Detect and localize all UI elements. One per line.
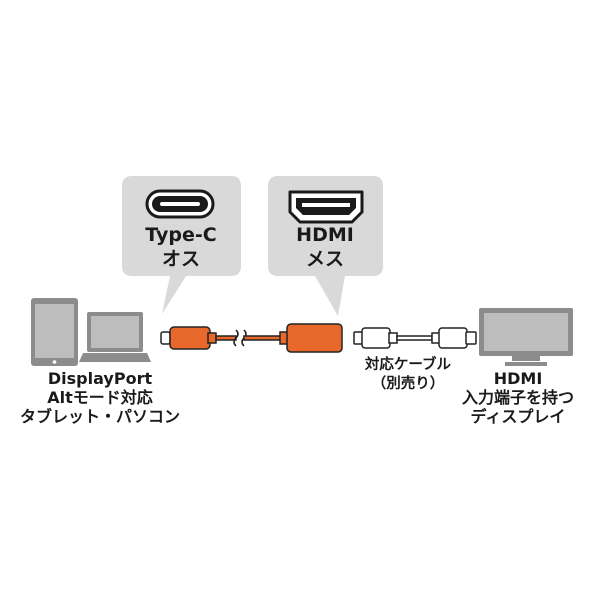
- display-label-line-3: ディスプレイ: [470, 407, 566, 426]
- usb-c-label-line-1: Type-C: [145, 224, 217, 246]
- cable-label-line-1: 対応ケーブル: [364, 357, 452, 373]
- adapter-usb-c-tip: [160, 331, 171, 345]
- adapter-cable-icon: [160, 323, 343, 353]
- display-label-line-1: HDMI: [493, 369, 543, 388]
- cable-label: 対応ケーブル （別売り）: [348, 358, 468, 391]
- source-label-line-3: タブレット・パソコン: [19, 407, 180, 426]
- callout-usb-c: [122, 176, 241, 314]
- callout-hdmi: [268, 176, 383, 316]
- hdmi-label-line-2: メス: [305, 248, 344, 270]
- laptop-icon: [79, 312, 151, 362]
- adapter-cord-left: [215, 335, 237, 341]
- cable-label-line-2: （別売り）: [371, 375, 445, 392]
- tablet-icon: [31, 298, 78, 366]
- hdmi-port-icon: [288, 190, 364, 224]
- adapter-hdmi-housing: [286, 323, 343, 353]
- display-device-label: HDMI 入力端子を持つ ディスプレイ: [440, 371, 596, 425]
- display-label-line-2: 入力端子を持つ: [461, 388, 574, 407]
- adapter-usb-c-housing: [169, 326, 211, 350]
- hdmi-cable-icon: [353, 327, 477, 349]
- monitor-icon: [479, 308, 573, 366]
- source-label-line-1: DisplayPort: [47, 369, 153, 388]
- source-label-line-2: Altモード対応: [47, 388, 153, 407]
- source-device-label: DisplayPort Altモード対応 タブレット・パソコン: [0, 371, 200, 425]
- usb-type-c-port-icon: [145, 189, 215, 219]
- adapter-cord-right: [243, 335, 283, 341]
- usb-c-label: Type-C オス: [120, 226, 242, 269]
- hdmi-label-line-1: HDMI: [296, 224, 354, 246]
- hdmi-label: HDMI メス: [268, 226, 382, 269]
- usb-c-label-line-2: オス: [161, 248, 200, 270]
